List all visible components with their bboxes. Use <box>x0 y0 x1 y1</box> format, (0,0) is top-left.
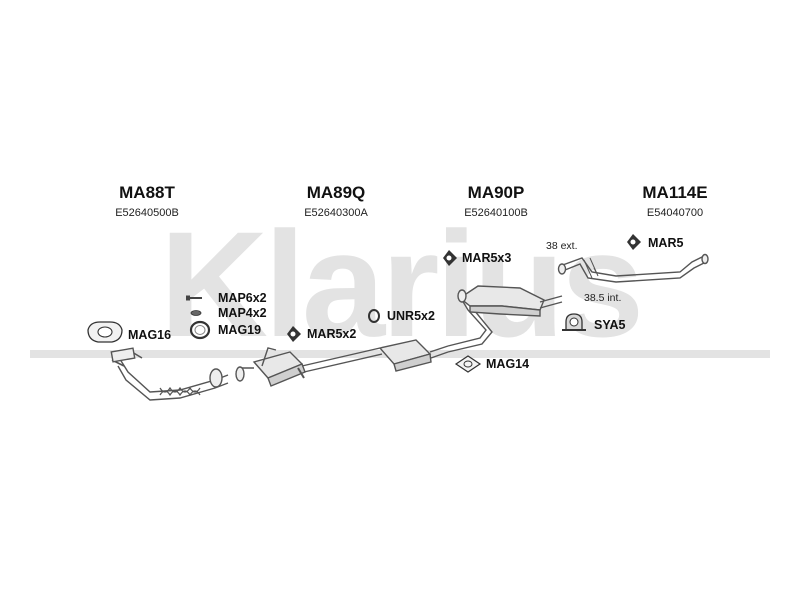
part-number-4: MA114E <box>642 183 708 202</box>
ma88t-front-pipe <box>110 347 229 401</box>
part-number-1: MA88T <box>119 183 175 202</box>
part-ref-2: E52640300A <box>304 207 368 219</box>
label-mag14: MAG14 <box>486 357 530 371</box>
label-map4x2: MAP4x2 <box>218 306 267 320</box>
map4-nut-icon <box>190 310 202 316</box>
mag16-gasket-icon <box>87 321 123 343</box>
mag19-ring-icon <box>189 320 211 340</box>
label-mar5x2: MAR5x2 <box>307 327 357 341</box>
label-mar5x3: MAR5x3 <box>462 251 512 265</box>
mag14-gasket-icon <box>454 355 482 373</box>
ma90p-rear-section <box>447 285 563 353</box>
unr5x2-clamp-icon <box>368 309 380 323</box>
label-unr5x2: UNR5x2 <box>387 309 435 323</box>
label-mag19: MAG19 <box>218 323 262 337</box>
centre-silencer <box>378 339 449 372</box>
part-ref-3: E52640100B <box>464 207 528 219</box>
label-sya5: SYA5 <box>594 318 626 332</box>
label-mar5: MAR5 <box>648 236 684 250</box>
note-ext-diameter: 38 ext. <box>546 240 578 252</box>
map6-bolt-icon <box>186 295 202 301</box>
note-int-diameter: 38.5 int. <box>584 292 622 304</box>
label-mag16: MAG16 <box>128 328 172 342</box>
label-map6x2: MAP6x2 <box>218 291 267 305</box>
part-ref-4: E54040700 <box>646 207 704 219</box>
mar5x2-hanger-icon <box>287 326 301 342</box>
mar5-hanger-icon <box>627 234 641 250</box>
part-number-2: MA89Q <box>306 183 366 202</box>
ma89q-centre-section <box>235 347 383 387</box>
sya5-clamp-icon <box>562 313 586 331</box>
ma114e-tail-pipe <box>557 253 709 283</box>
part-ref-1: E52640500B <box>115 207 179 219</box>
mar5x3-hanger-icon <box>443 250 457 266</box>
part-number-3: MA90P <box>467 183 525 202</box>
